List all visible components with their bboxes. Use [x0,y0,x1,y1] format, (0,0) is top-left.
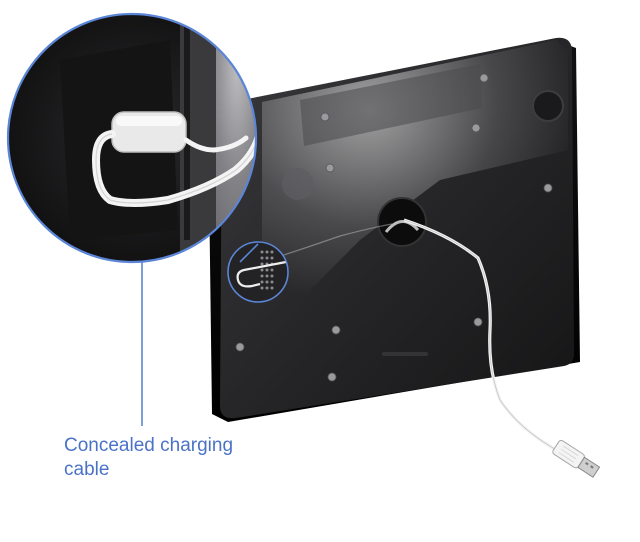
usb-plug-icon [552,439,601,478]
cable-connector-zoom [111,111,187,153]
callout-leader-lines [141,243,259,426]
screw-icons [235,73,553,382]
screw-icon [320,112,330,122]
tablet-enclosure [208,37,580,422]
callout-label-line1: Concealed charging [64,435,234,456]
callout-label: Concealed charging cable [64,434,284,482]
zoom-callout [6,12,258,264]
brand-embossing [382,352,428,356]
camera-hole-icon [282,168,314,200]
screw-icon [543,183,553,193]
screw-icon [331,325,341,335]
screw-icon [327,372,337,382]
screw-icon [471,123,481,133]
charging-cable [403,218,561,454]
screw-icon [479,73,489,83]
screw-icon [235,342,245,352]
screw-icon [325,163,335,173]
callout-label-line2: cable [64,459,110,480]
detail-spot-circle [227,241,289,303]
screw-icon [473,317,483,327]
button-hole-icon [532,90,564,122]
cable-port [377,197,427,247]
